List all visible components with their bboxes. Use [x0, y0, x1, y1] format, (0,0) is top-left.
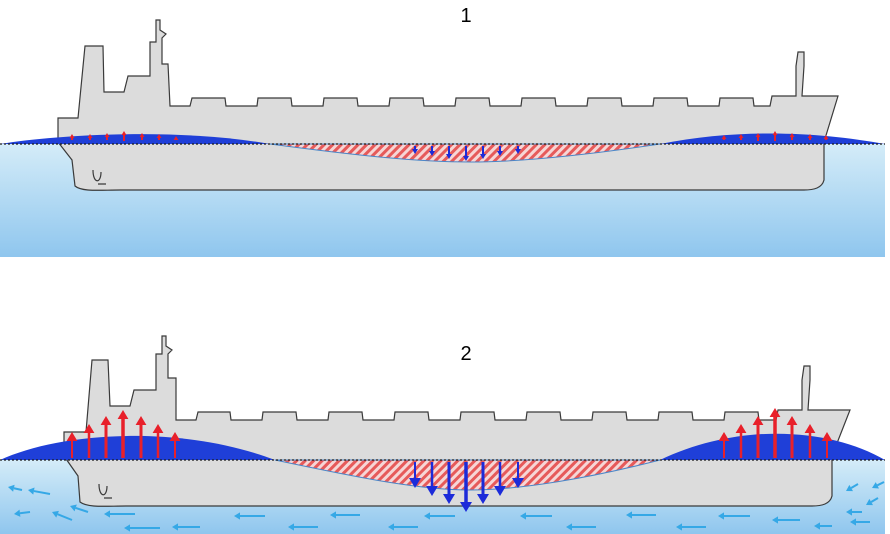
lift-arrow-head: [87, 134, 93, 138]
panel-1: 1: [0, 5, 885, 257]
push-arrow-head: [494, 486, 506, 496]
push-arrow-head: [463, 156, 469, 161]
flow-arrow-head: [330, 511, 336, 519]
bow-wave: [0, 134, 270, 144]
flow-arrow-head: [28, 487, 35, 495]
panel-2: 2: [0, 335, 885, 534]
panel-1-label: 1: [460, 5, 471, 27]
push-arrow-head: [497, 151, 503, 156]
lift-arrow-head: [135, 416, 147, 425]
lift-arrow-head: [752, 416, 764, 425]
lift-arrow-head: [718, 432, 730, 441]
flow-arrow-head: [70, 504, 77, 512]
push-arrow-head: [480, 154, 486, 159]
push-arrow-head: [443, 494, 455, 504]
flow-arrow-head: [866, 498, 873, 506]
push-arrow-head: [460, 502, 472, 512]
flow-arrow: [870, 497, 879, 503]
lift-arrow-head: [755, 133, 761, 137]
lift-arrow-head: [156, 134, 162, 138]
lift-arrow-head: [821, 432, 833, 441]
flow-arrow: [850, 483, 859, 489]
push-arrow-head: [446, 154, 452, 159]
flow-arrow: [876, 481, 885, 487]
flow-arrow: [13, 487, 23, 491]
push-arrow-head: [477, 494, 489, 504]
push-arrow-head: [512, 478, 524, 488]
flow-arrow: [57, 513, 73, 521]
panel-2-label: 2: [460, 343, 471, 365]
flow-arrow-head: [814, 522, 820, 530]
flow-arrow-head: [288, 523, 294, 531]
flow-arrow-head: [388, 523, 394, 531]
lift-arrow-head: [735, 424, 747, 433]
stern-wave: [660, 133, 885, 144]
push-arrow-head: [409, 478, 421, 488]
lift-arrow-head: [117, 410, 129, 419]
lift-arrow-head: [169, 432, 181, 441]
lift-arrow-head: [804, 424, 816, 433]
flow-arrow-head: [718, 512, 724, 520]
flow-arrow-head: [676, 523, 682, 531]
bow-wave-2: [0, 435, 275, 460]
flow-arrow-head: [520, 512, 526, 520]
push-arrow-head: [429, 151, 435, 156]
force-arrows-2: [66, 408, 833, 512]
lift-arrow-head: [139, 133, 145, 137]
flow-arrow-head: [124, 524, 130, 532]
lift-arrow-head: [104, 133, 110, 137]
lift-arrow-head: [786, 416, 798, 425]
lift-arrow-head: [66, 432, 78, 441]
flow-arrow-head: [14, 509, 21, 517]
lift-arrow-head: [738, 134, 744, 138]
lift-arrow-head: [721, 135, 727, 139]
flow-arrow-head: [772, 516, 778, 524]
flow-arrow: [75, 506, 89, 513]
lift-arrow-head: [121, 131, 127, 135]
flow-arrow: [19, 511, 31, 515]
flow-arrow-head: [850, 518, 856, 526]
flow-arrow-head: [104, 510, 110, 518]
push-arrow-head: [426, 486, 438, 496]
lift-arrow-head: [83, 424, 95, 433]
push-arrow-head: [515, 149, 521, 154]
flow-arrow-head: [846, 484, 853, 492]
flow-arrow-head: [872, 482, 879, 489]
lift-arrow-head: [789, 133, 795, 137]
flow-arrow-head: [234, 512, 240, 520]
flow-arrow: [33, 490, 51, 495]
lift-arrow-head: [823, 135, 829, 139]
lift-arrow-head: [152, 424, 164, 433]
flow-arrow-head: [172, 523, 178, 531]
lift-arrow-head: [772, 131, 778, 135]
lift-arrow-head: [100, 416, 112, 425]
force-arrows-1: [69, 131, 829, 161]
flow-arrow-head: [846, 508, 852, 516]
push-arrow-head: [412, 149, 418, 154]
lift-arrow-head: [807, 134, 813, 138]
ship-hull-icon-2: [63, 335, 851, 507]
lift-arrow-head: [69, 134, 75, 138]
ship-hull-icon: [57, 19, 839, 191]
flow-arrow-head: [566, 523, 572, 531]
flow-arrow-head: [626, 511, 632, 519]
flow-arrow-head: [424, 512, 430, 520]
water-flow-arrows: [8, 481, 885, 532]
flow-arrow-head: [52, 510, 59, 518]
lift-arrow-head: [173, 136, 179, 140]
flow-arrow-head: [8, 484, 15, 492]
lift-arrow-head: [769, 408, 781, 417]
